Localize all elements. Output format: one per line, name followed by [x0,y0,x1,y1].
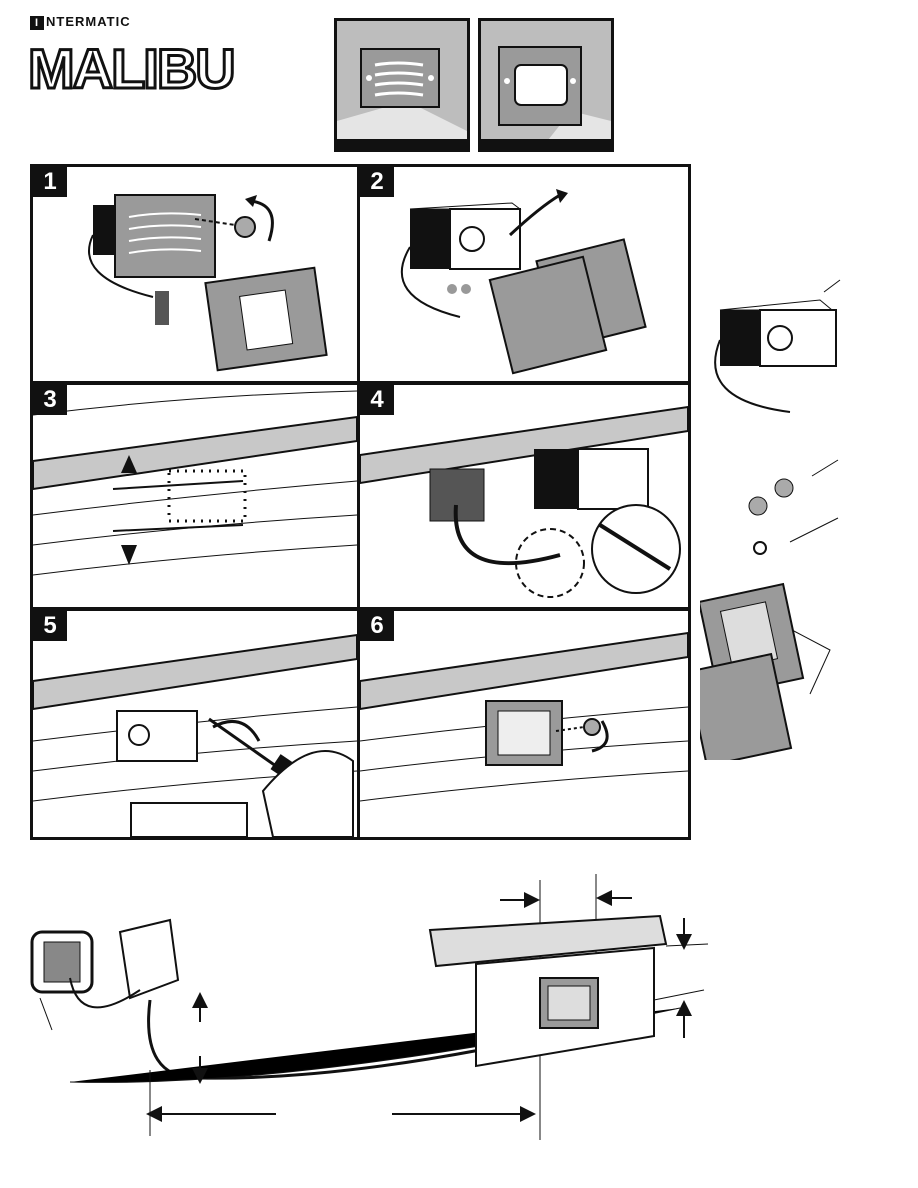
open-cover-thumbnail [478,18,614,152]
step-number: 5 [33,611,67,641]
step-number: 2 [360,167,394,197]
step-number: 6 [360,611,394,641]
step-number: 3 [33,385,67,415]
louvered-cover-thumbnail [334,18,470,152]
step-number: 4 [360,385,394,415]
malibu-logo: MALIBU [28,38,268,94]
intermatic-logo-mark: I [30,16,44,30]
step-number: 1 [33,167,67,197]
parts-list [700,270,910,760]
step-5-panel: 5 [30,608,360,840]
step-3-panel: 3 [30,382,360,610]
step-6-panel: 6 [357,608,691,840]
step-4-panel: 4 [357,382,691,610]
malibu-wordmark: MALIBU [28,38,234,94]
step-1-panel: 1 [30,164,360,384]
intermatic-logo-text: NTERMATIC [46,14,131,29]
installation-diagram [0,860,918,1180]
step-2-panel: 2 [357,164,691,384]
